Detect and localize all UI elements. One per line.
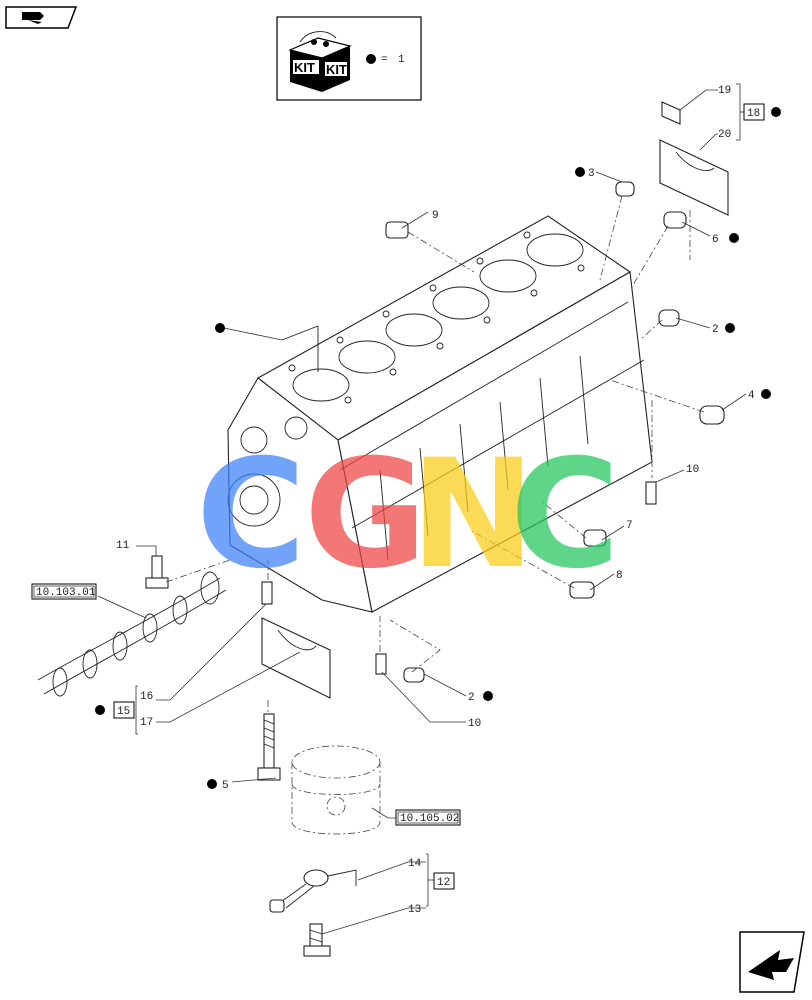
watermark-letter-2: G [304,428,427,602]
oil-jet-14 [269,869,357,913]
plug-4 [699,405,725,425]
callout-9: 9 [432,210,439,222]
callout-11: 11 [116,540,130,552]
callout-10-lower: 10 [468,718,481,730]
callout-3: 3 [588,168,595,180]
plug-7 [583,529,607,547]
callout-6: 6 [712,234,719,246]
callout-16: 16 [140,691,153,703]
kit-equals: = [381,54,388,66]
plug-6 [663,211,687,229]
kit-label-right: KIT [326,62,347,77]
callout-7: 7 [626,520,633,532]
callout-2-upper: 2 [712,324,719,336]
callout-8: 8 [616,570,623,582]
watermark: C G N C [196,428,620,602]
kit-bullets [95,107,781,789]
bolt-13 [303,923,331,957]
watermark-letter-1: C [196,428,306,602]
svg-text:10.105.02: 10.105.02 [400,813,459,825]
kit-label-left: KIT [294,60,315,75]
boxed-callout-18: 18 [743,103,765,121]
back-book-icon[interactable] [5,6,78,29]
plug-2-upper [658,309,680,327]
kit-legend-box: KIT KIT = 1 [276,16,422,101]
svg-text:10.103.01: 10.103.01 [36,587,96,599]
callout-10-upper: 10 [686,464,699,476]
callout-17: 17 [140,717,153,729]
watermark-letter-3: N [410,428,536,602]
dowel-10-upper [645,481,657,505]
callout-19: 19 [718,85,731,97]
callout-4: 4 [748,390,755,402]
watermark-letter-4: C [510,428,620,602]
boxed-callout-12: 12 [433,872,455,890]
camshaft [37,571,227,697]
svg-text:12: 12 [437,877,450,889]
callout-13: 13 [408,904,421,916]
plug-11 [145,555,169,589]
bolt-5 [257,713,281,781]
callout-2-lower: 2 [468,692,475,704]
plug-2-lower [403,667,425,683]
bearing-cap-upper [659,101,729,216]
callout-20: 20 [718,129,731,141]
next-page-arrow-icon[interactable] [739,931,805,993]
ref-piston[interactable]: 10.105.02 [395,809,461,826]
piston [291,745,381,835]
kit-legend-number: 1 [398,54,405,66]
engine-block [227,215,653,613]
bearing-cap-lower [261,581,331,699]
boxed-callout-15: 15 [113,701,135,719]
ref-camshaft[interactable]: 10.103.01 [31,583,97,600]
callout-14: 14 [408,858,422,870]
plug-3 [615,181,635,197]
callout-5: 5 [222,780,229,792]
plug-8 [569,581,595,599]
svg-text:18: 18 [747,108,760,120]
kit-bullet [366,54,376,64]
cylinder-bores [292,233,584,402]
dowel-10-lower [375,653,387,675]
kit-box-icon: KIT KIT [288,31,352,92]
plug-9 [385,221,409,239]
svg-text:15: 15 [117,706,130,718]
